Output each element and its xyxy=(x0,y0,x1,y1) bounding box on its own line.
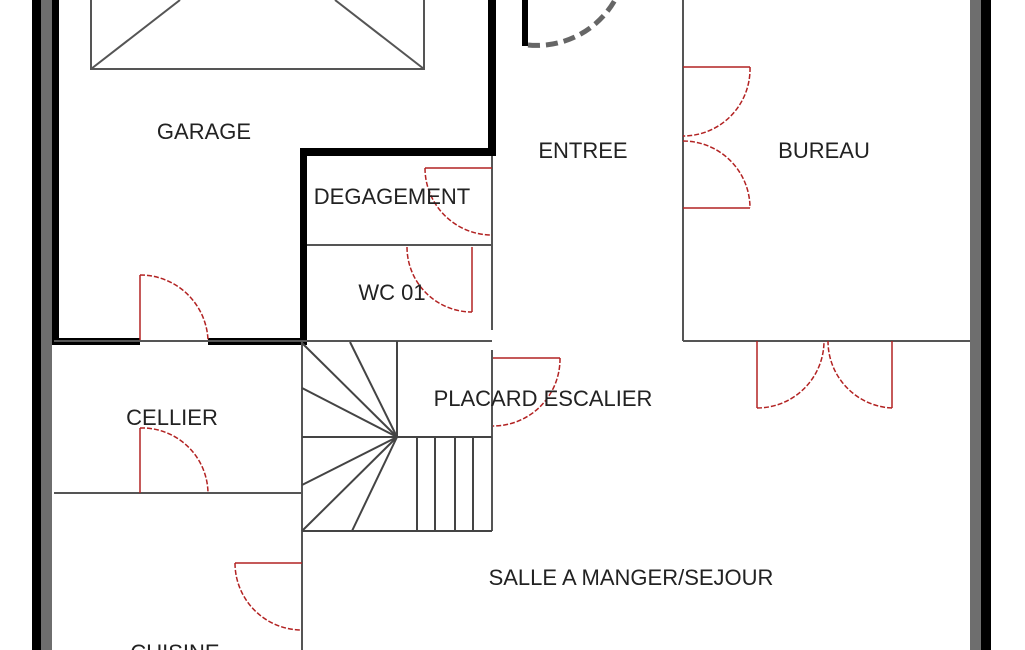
room-label-wc: WC 01 xyxy=(358,280,425,305)
staircase xyxy=(301,341,492,532)
room-label-cuisine: CUISINE xyxy=(130,640,219,650)
door-cuisine xyxy=(234,562,303,631)
door-placard xyxy=(492,357,561,427)
door-garage xyxy=(139,274,209,341)
room-label-garage: GARAGE xyxy=(157,119,251,144)
door-degagement xyxy=(424,167,493,236)
room-label-bureau: BUREAU xyxy=(778,138,870,163)
garage-car-outline xyxy=(90,0,425,70)
door-cellier xyxy=(139,427,209,494)
garage-walls xyxy=(52,0,496,345)
outer-wall-right xyxy=(970,0,991,650)
room-label-cellier: CELLIER xyxy=(126,405,218,430)
room-label-sejour: SALLE A MANGER/SEJOUR xyxy=(489,565,774,590)
door-bureau-left xyxy=(682,66,751,209)
door-bureau-bottom xyxy=(756,340,893,409)
room-label-entree: ENTREE xyxy=(538,138,627,163)
room-label-placard: PLACARD ESCALIER xyxy=(434,386,653,411)
door-wc xyxy=(406,246,473,313)
interior-partitions xyxy=(54,0,970,650)
room-label-degagement: DEGAGEMENT xyxy=(314,184,470,209)
outer-wall-left xyxy=(32,0,52,650)
entrance-door xyxy=(522,0,618,48)
